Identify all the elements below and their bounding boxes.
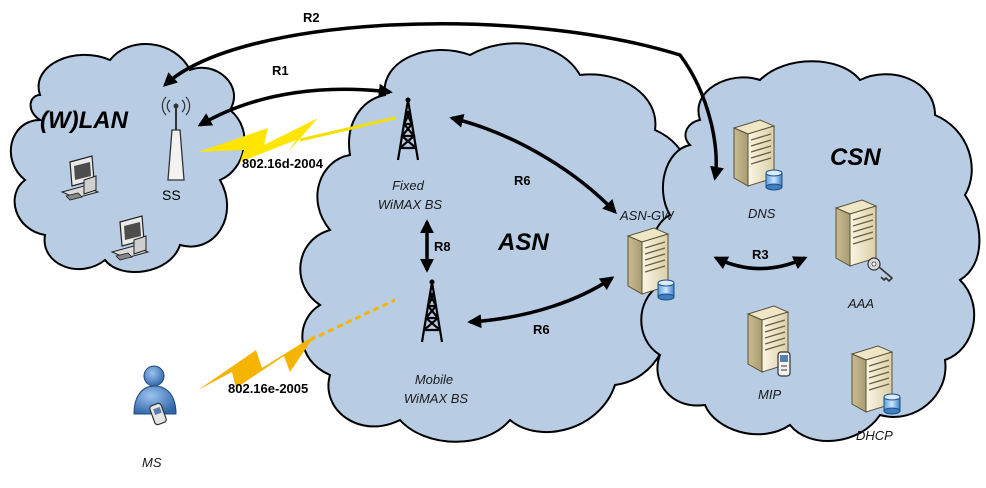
r2-link <box>162 22 724 181</box>
dns-label: DNS <box>748 206 776 221</box>
r6-top-link <box>449 113 617 215</box>
fixed-bs-label-line2: WiMAX BS <box>378 197 442 212</box>
r6-bottom-link <box>467 276 615 329</box>
ss-label: SS <box>162 187 181 203</box>
ss-antenna-icon <box>161 96 191 181</box>
fixed-bs-label-line1: Fixed <box>392 178 425 193</box>
mobile-radio-label: 802.16e-2005 <box>228 381 308 396</box>
dhcp-label: DHCP <box>856 428 893 443</box>
key-icon <box>867 257 894 283</box>
r8-label: R8 <box>434 239 451 254</box>
asn-gw-server-icon <box>627 227 675 301</box>
phone-icon <box>777 351 791 377</box>
mobile-radio-bolt <box>198 335 315 390</box>
r1-label: R1 <box>272 63 289 78</box>
mip-label: MIP <box>758 387 781 402</box>
r1-link <box>197 83 393 127</box>
r6-top-label: R6 <box>514 173 531 188</box>
aaa-label: AAA <box>847 296 874 311</box>
ms-label: MS <box>142 455 162 470</box>
mobile-bs-label-line1: Mobile <box>415 372 453 387</box>
csn-cloud <box>640 60 981 442</box>
fixed-radio-label: 802.16d-2004 <box>242 156 324 171</box>
r6-bottom-label: R6 <box>533 322 550 337</box>
wlan-label: (W)LAN <box>40 107 129 134</box>
r3-label: R3 <box>752 247 769 262</box>
mip-server-icon <box>747 305 791 377</box>
ms-user-icon <box>133 365 177 426</box>
asn-gw-label: ASN-GW <box>619 208 675 223</box>
asn-label: ASN <box>497 229 549 256</box>
csn-label: CSN <box>830 144 881 171</box>
r3-link <box>713 256 808 271</box>
mobile-bs-label-line2: WiMAX BS <box>404 391 468 406</box>
aaa-server-icon <box>835 199 894 283</box>
r2-label: R2 <box>303 10 320 25</box>
mobile-radio-line <box>309 298 396 342</box>
